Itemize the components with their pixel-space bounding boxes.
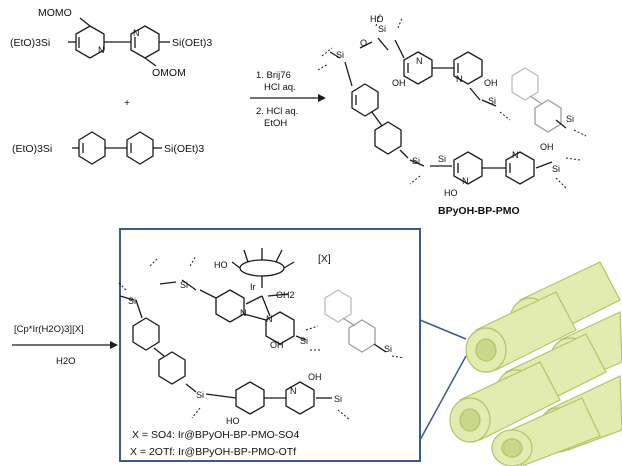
phenyl-ring-left (78, 131, 106, 165)
p2-si-5: Si (196, 390, 204, 400)
left-silyl-label-2: (EtO)3Si (12, 143, 52, 155)
step2-solvent: H2O (56, 356, 76, 367)
reaction-arrow-1 (250, 94, 326, 102)
right-silyl-label-2: Si(OEt)3 (164, 143, 204, 155)
p1-si-6: Si (438, 154, 446, 164)
tube-7 (491, 397, 601, 466)
p1-oh-3: OH (540, 142, 554, 152)
phenyl-ring-right (126, 131, 154, 165)
step2-reagent: [Cp*Ir(H2O)3][X] (14, 324, 84, 335)
water-ligand-label: OH2 (276, 290, 295, 300)
product2-dashed-bonds (117, 255, 405, 421)
step1-line1: 1. Brij76 (256, 70, 291, 81)
product2-panel (119, 228, 467, 462)
p1-n-3: N (462, 176, 469, 186)
p1-n-4: N (512, 150, 519, 160)
tube-2 (465, 291, 577, 373)
p2-oh-bottom: OH (308, 372, 322, 382)
product1-framework (329, 37, 567, 185)
p2-si-4: Si (384, 344, 392, 354)
product2-framework (119, 248, 387, 415)
p1-ho-bottom: HO (444, 188, 458, 198)
reactant-biphenyl (72, 131, 162, 165)
p1-n-1: N (416, 56, 423, 66)
step1-line2: HCl aq. (264, 82, 296, 93)
step1-line3: 2. HCl aq. (256, 106, 298, 117)
product1-name: BPyOH-BP-PMO (438, 205, 520, 217)
p2-n-1: N (240, 308, 247, 318)
n-label-a: N (98, 45, 105, 55)
tube-6 (449, 361, 561, 443)
p1-si-7: Si (552, 164, 560, 174)
p2-si-1: Si (128, 296, 136, 306)
p2-n-2: N (266, 314, 273, 324)
caption-sulfate: X = SO4: Ir@BPyOH-BP-PMO-SO4 (132, 429, 299, 441)
p2-si-2: Si (180, 280, 188, 290)
step1-line4: EtOH (264, 118, 287, 129)
p1-o-1: O (360, 38, 367, 48)
p1-n-2: N (456, 74, 463, 84)
p2-ho-bottom: HO (226, 416, 240, 426)
p1-ho-top: HO (370, 14, 384, 24)
momo-label: MOMO (38, 7, 72, 19)
p2-si-3: Si (300, 336, 308, 346)
p2-n-3: N (290, 386, 297, 396)
left-silyl-label: (EtO)3Si (10, 37, 50, 49)
reactant-bipyridine (68, 17, 170, 67)
caption-triflate: X = 2OTf: Ir@BPyOH-BP-PMO-OTf (130, 446, 296, 458)
reaction-arrow-2 (12, 341, 118, 349)
plus-sign: + (124, 97, 130, 109)
p1-si-2: Si (378, 24, 386, 34)
omom-label: OMOM (152, 67, 186, 79)
n-label-b: N (133, 28, 140, 38)
product1-dashed-bonds (317, 13, 587, 189)
mesoporous-tube-bundle (449, 261, 622, 466)
right-silyl-label: Si(OEt)3 (172, 37, 212, 49)
p1-oh-1: OH (392, 78, 406, 88)
p1-si-1: Si (336, 50, 344, 60)
p2-si-6: Si (334, 394, 342, 404)
iridium-label: Ir (250, 282, 256, 292)
p1-oh-2: OH (484, 78, 498, 88)
p1-si-3: Si (488, 96, 496, 106)
p2-ho-top: HO (214, 260, 228, 270)
p1-si-4: Si (566, 114, 574, 124)
p2-oh-mid: OH (270, 340, 284, 350)
counter-ion-label: [X] (318, 253, 331, 265)
pyridine-ring-left (75, 25, 105, 59)
p1-si-5: Si (412, 156, 420, 166)
